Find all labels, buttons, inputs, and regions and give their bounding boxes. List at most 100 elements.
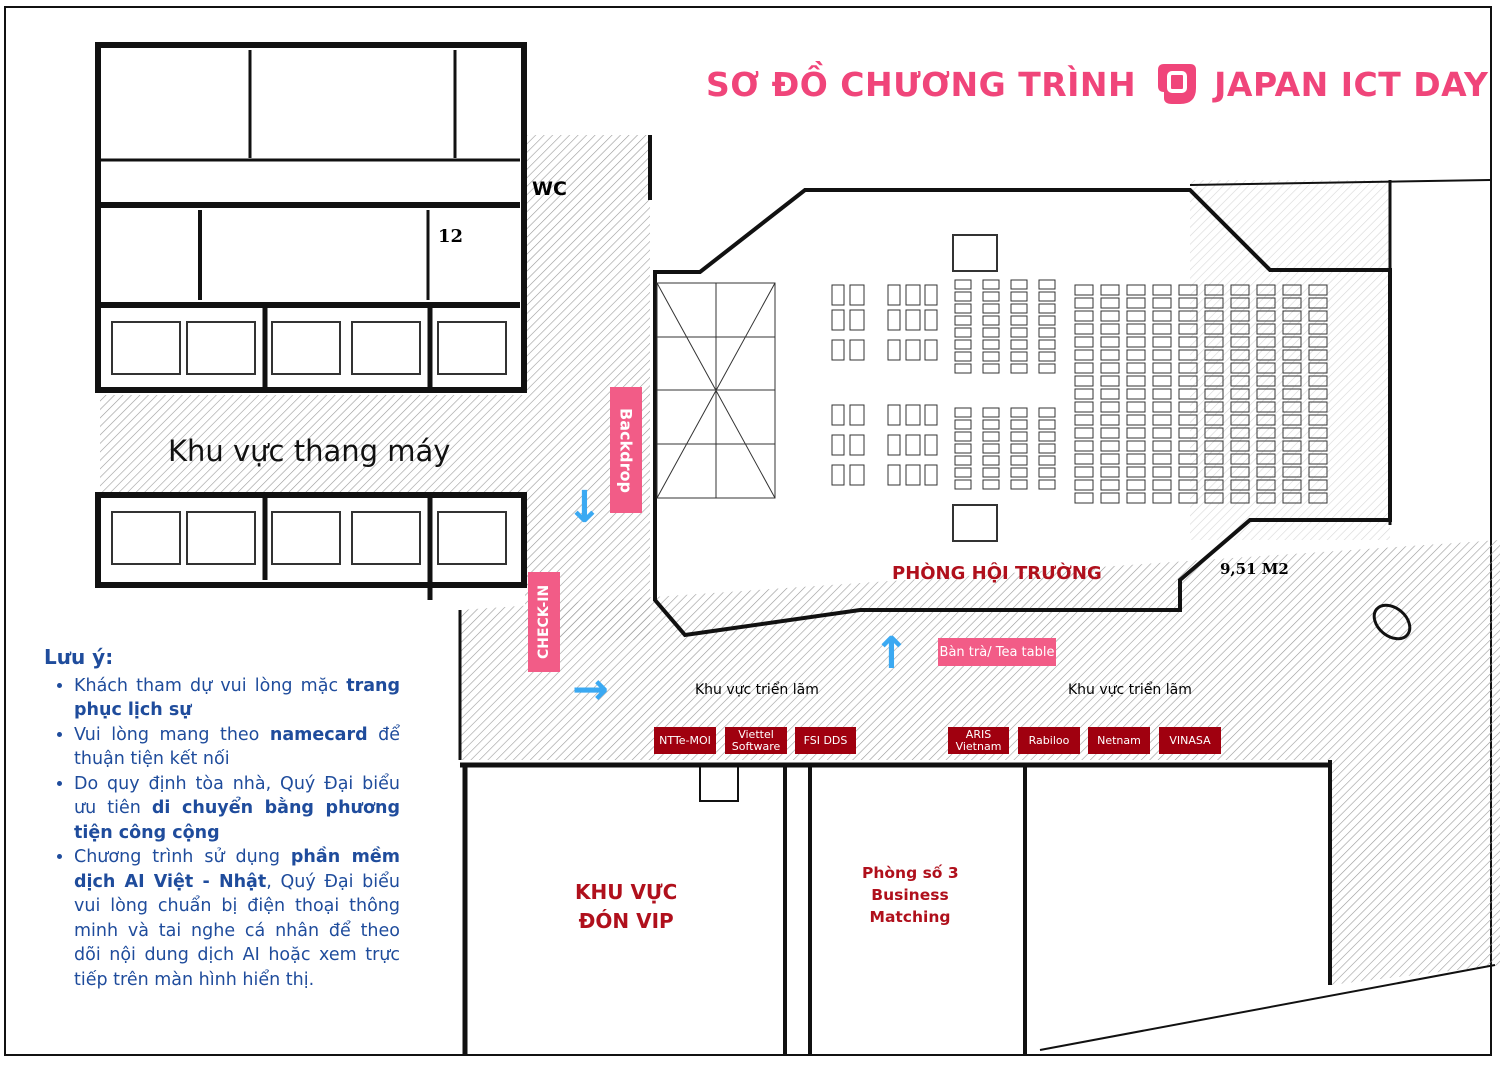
plan-shape — [924, 434, 938, 456]
plan-shape — [831, 284, 845, 306]
plan-shape — [271, 321, 341, 375]
plan-shape — [111, 511, 181, 565]
plan-shape — [1256, 466, 1276, 478]
plan-shape — [1178, 284, 1198, 296]
note-item: Chương trình sử dụng phần mềm dịch AI Vi… — [74, 845, 400, 992]
plan-shape — [1204, 375, 1224, 387]
plan-shape — [887, 309, 901, 331]
plan-shape — [982, 351, 1000, 362]
plan-shape — [982, 419, 1000, 430]
plan-shape — [1230, 336, 1250, 348]
plan-shape — [1038, 467, 1056, 478]
plan-shape — [1282, 349, 1302, 361]
plan-shape — [1308, 492, 1328, 504]
plan-shape — [1126, 466, 1146, 478]
plan-shape — [1178, 401, 1198, 413]
plan-shape — [1074, 375, 1094, 387]
plan-shape — [831, 434, 845, 456]
plan-shape — [1038, 327, 1056, 338]
plan-shape — [1010, 467, 1028, 478]
plan-shape — [1126, 479, 1146, 491]
plan-shape — [1230, 401, 1250, 413]
plan-shape — [1282, 336, 1302, 348]
plan-shape — [1126, 388, 1146, 400]
plan-shape — [1074, 310, 1094, 322]
plan-shape — [887, 404, 901, 426]
plan-shape — [1308, 427, 1328, 439]
plan-shape — [1230, 297, 1250, 309]
plan-shape — [1010, 315, 1028, 326]
plan-shape — [1256, 388, 1276, 400]
elevator-cabins — [111, 321, 507, 565]
plan-shape — [1178, 349, 1198, 361]
plan-shape — [905, 464, 921, 486]
exhibition-area-left: Khu vực triển lãm — [695, 682, 819, 698]
check-in-label: CHECK-IN — [528, 572, 560, 672]
plan-shape — [1010, 419, 1028, 430]
plan-shape — [954, 303, 972, 314]
plan-shape — [831, 309, 845, 331]
plan-shape — [1126, 362, 1146, 374]
plan-shape — [1204, 427, 1224, 439]
page-title: SƠ ĐỒ CHƯƠNG TRÌNH JAPAN ICT DAY — [706, 62, 1488, 106]
plan-shape — [1100, 336, 1120, 348]
plan-shape — [437, 511, 507, 565]
plan-shape — [1230, 414, 1250, 426]
plan-shape — [1074, 336, 1094, 348]
plan-shape — [1038, 455, 1056, 466]
note-item: Do quy định tòa nhà, Quý Đại biểu ưu tiê… — [74, 772, 400, 846]
hatched-corridors — [100, 135, 1500, 985]
plan-shape — [1230, 349, 1250, 361]
plan-shape — [954, 455, 972, 466]
plan-shape — [1038, 315, 1056, 326]
plan-shape — [111, 321, 181, 375]
notes-panel: Lưu ý: Khách tham dự vui lòng mặc trang … — [44, 645, 400, 992]
plan-shape — [954, 467, 972, 478]
plan-shape — [1282, 440, 1302, 452]
plan-shape — [1126, 349, 1146, 361]
plan-shape — [1204, 336, 1224, 348]
plan-shape — [1038, 419, 1056, 430]
plan-shape — [1152, 453, 1172, 465]
plan-shape — [1152, 336, 1172, 348]
plan-shape — [982, 291, 1000, 302]
plan-shape — [1010, 351, 1028, 362]
plan-shape — [1256, 375, 1276, 387]
plan-shape — [905, 404, 921, 426]
plan-shape — [1204, 362, 1224, 374]
plan-shape — [1126, 310, 1146, 322]
plan-shape — [1100, 297, 1120, 309]
plan-shape — [1230, 466, 1250, 478]
plan-shape — [1230, 440, 1250, 452]
plan-shape — [1282, 362, 1302, 374]
plan-shape — [1282, 284, 1302, 296]
plan-shape — [1100, 284, 1120, 296]
plan-shape — [887, 284, 901, 306]
plan-shape — [1308, 479, 1328, 491]
plan-shape — [1308, 453, 1328, 465]
plan-shape — [1282, 388, 1302, 400]
plan-shape — [1178, 310, 1198, 322]
plan-shape — [1074, 453, 1094, 465]
plan-shape — [1282, 492, 1302, 504]
plan-shape — [1178, 336, 1198, 348]
plan-shape — [1282, 453, 1302, 465]
plan-shape — [1100, 414, 1120, 426]
plan-shape — [1256, 310, 1276, 322]
plan-shape — [1282, 466, 1302, 478]
plan-shape — [831, 404, 845, 426]
plan-shape — [849, 434, 865, 456]
plan-shape — [831, 339, 845, 361]
plan-shape — [982, 363, 1000, 374]
plan-shape — [1230, 453, 1250, 465]
arrow-down-icon: ↓ — [566, 482, 603, 533]
plan-shape — [1204, 440, 1224, 452]
plan-shape — [982, 279, 1000, 290]
plan-shape — [1152, 362, 1172, 374]
plan-shape — [1010, 455, 1028, 466]
plan-shape — [1126, 284, 1146, 296]
plan-shape — [1038, 351, 1056, 362]
plan-shape — [849, 284, 865, 306]
plan-shape — [905, 339, 921, 361]
